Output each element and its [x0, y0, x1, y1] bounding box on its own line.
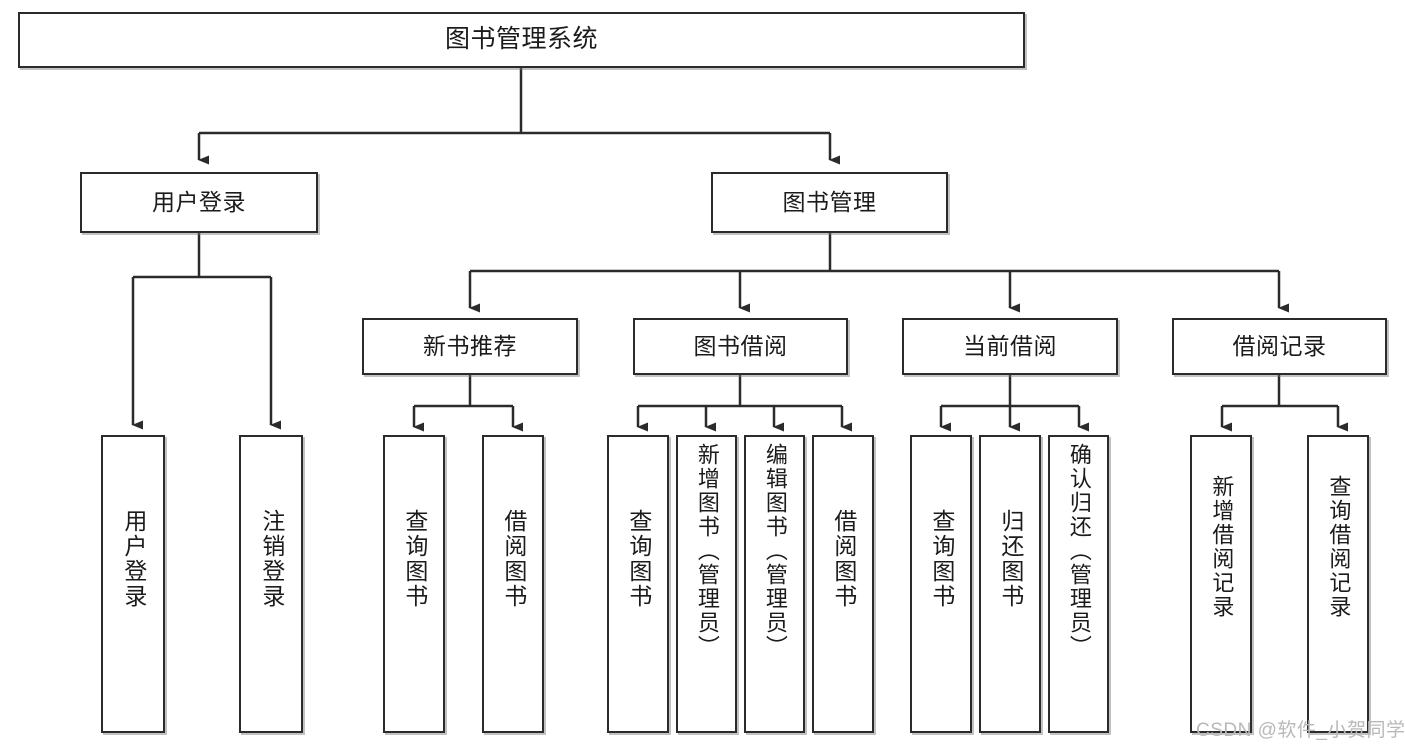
node-borrow-record[interactable]: 借阅记录 — [1172, 318, 1387, 375]
node-borrow-record-label: 借阅记录 — [1232, 332, 1327, 359]
leaf-confirm-return-label: 确认归还（管理员） — [1066, 443, 1092, 659]
leaf-return-book-label: 归还图书 — [997, 509, 1024, 609]
leaf-query-record-label: 查询借阅记录 — [1326, 475, 1352, 619]
leaf-query-book-3[interactable]: 查询图书 — [910, 435, 972, 733]
node-root[interactable]: 图书管理系统 — [18, 12, 1025, 68]
node-root-label: 图书管理系统 — [444, 25, 598, 54]
leaf-user-login[interactable]: 用户登录 — [101, 435, 165, 733]
node-book-borrow[interactable]: 图书借阅 — [633, 318, 848, 375]
leaf-edit-book-label: 编辑图书（管理员） — [762, 443, 788, 659]
csdn-watermark: CSDN @软件_小贺同学 — [1196, 720, 1405, 741]
node-book-borrow-label: 图书借阅 — [693, 332, 788, 359]
node-new-book-recommend[interactable]: 新书推荐 — [362, 318, 578, 375]
leaf-borrow-book-2-label: 借阅图书 — [830, 509, 857, 609]
node-current-borrow-label: 当前借阅 — [963, 332, 1057, 359]
leaf-query-record[interactable]: 查询借阅记录 — [1307, 435, 1369, 733]
node-new-book-recommend-label: 新书推荐 — [423, 332, 517, 359]
leaf-query-book-2[interactable]: 查询图书 — [607, 435, 669, 733]
leaf-borrow-book-2[interactable]: 借阅图书 — [812, 435, 874, 733]
leaf-add-book[interactable]: 新增图书（管理员） — [676, 435, 737, 733]
leaf-edit-book[interactable]: 编辑图书（管理员） — [744, 435, 805, 733]
leaf-user-login-label: 用户登录 — [120, 509, 147, 609]
leaf-add-record-label: 新增借阅记录 — [1209, 475, 1235, 619]
node-user-login[interactable]: 用户登录 — [80, 172, 318, 233]
node-book-manage[interactable]: 图书管理 — [711, 172, 948, 233]
leaf-query-book-2-label: 查询图书 — [625, 509, 652, 609]
leaf-query-book-3-label: 查询图书 — [928, 509, 955, 609]
leaf-return-book[interactable]: 归还图书 — [979, 435, 1041, 733]
node-user-login-label: 用户登录 — [152, 188, 246, 215]
leaf-borrow-book-1-label: 借阅图书 — [500, 509, 527, 609]
leaf-borrow-book-1[interactable]: 借阅图书 — [482, 435, 544, 733]
node-current-borrow[interactable]: 当前借阅 — [902, 318, 1118, 375]
leaf-logout-login-label: 注销登录 — [258, 509, 285, 609]
leaf-add-record[interactable]: 新增借阅记录 — [1190, 435, 1252, 733]
leaf-add-book-label: 新增图书（管理员） — [694, 443, 720, 659]
leaf-query-book-1[interactable]: 查询图书 — [383, 435, 445, 733]
node-book-manage-label: 图书管理 — [782, 188, 877, 215]
leaf-logout-login[interactable]: 注销登录 — [239, 435, 303, 733]
leaf-query-book-1-label: 查询图书 — [401, 509, 428, 609]
leaf-confirm-return[interactable]: 确认归还（管理员） — [1048, 435, 1109, 733]
